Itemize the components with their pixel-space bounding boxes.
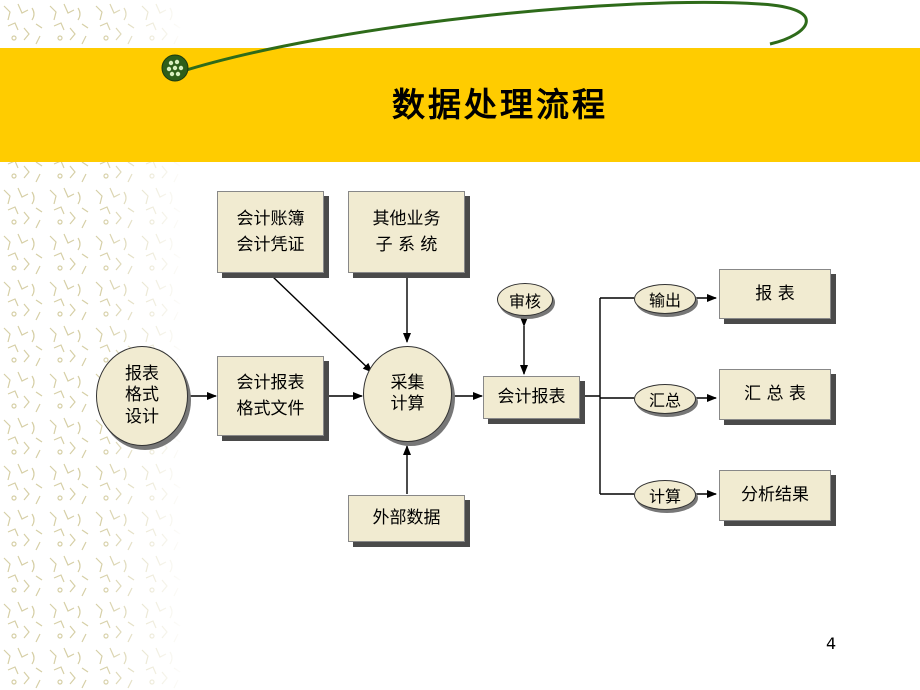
node-analysis-result: 分析结果 [719,470,831,521]
node-other-subsystem: 其他业务 子 系 统 [348,191,465,273]
node-external-data: 外部数据 [348,495,465,542]
arrow-ledger-to-collect [271,275,373,373]
node-output: 输出 [634,284,696,314]
page-number: 4 [826,634,837,653]
node-format-file: 会计报表 格式文件 [217,356,324,436]
decorative-swoosh [179,0,808,74]
title-banner [0,48,920,162]
node-collect-compute: 采集 计算 [363,346,452,442]
node-compute: 计算 [634,480,696,510]
node-audit: 审核 [497,283,553,316]
node-summarize: 汇总 [634,384,696,414]
node-accounting-report: 会计报表 [483,376,580,419]
node-summary-table: 汇 总 表 [719,369,831,420]
node-report-design: 报表 格式 设计 [96,346,188,446]
slide-title: 数据处理流程 [392,85,608,124]
node-report: 报 表 [719,269,831,319]
bullet-dot-icon [161,54,189,82]
node-ledger-voucher: 会计账簿 会计凭证 [217,191,324,273]
